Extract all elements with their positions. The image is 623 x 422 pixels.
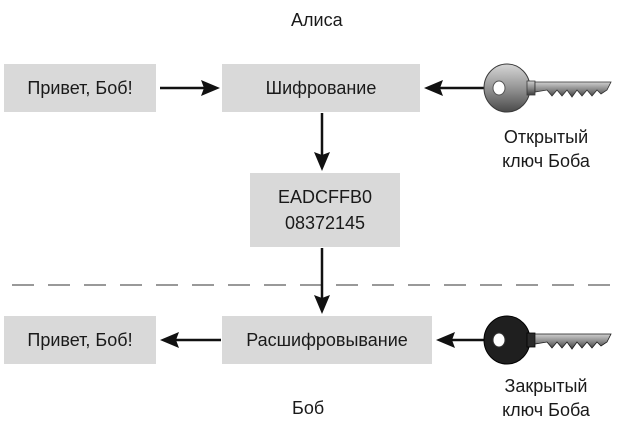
arrow-decryption-to-plaintext [160, 332, 221, 348]
arrow-private-key-to-decryption [436, 332, 484, 348]
arrow-ciphertext-to-decryption [314, 248, 330, 314]
private-key-caption-line-2: ключ Боба [502, 400, 590, 420]
public-key-caption-line-2: ключ Боба [502, 151, 590, 171]
arrow-encryption-to-ciphertext [314, 113, 330, 171]
ciphertext-line-2: 08372145 [284, 213, 366, 233]
public-key-caption-line-1: Открытый [503, 127, 589, 147]
arrow-plaintext-to-encryption [160, 80, 220, 96]
private-key-caption-line-1: Закрытый [504, 376, 588, 396]
private-key-caption: Закрытый ключ Боба [480, 374, 612, 422]
encryption-box: Шифрование [222, 64, 420, 112]
ciphertext-line-1: EADCFFB0 [277, 186, 373, 207]
bob-plaintext-box: Привет, Боб! [4, 316, 156, 364]
ciphertext-box: EADCFFB0 08372145 [250, 173, 400, 247]
public-key-icon [483, 63, 612, 113]
arrow-public-key-to-encryption [424, 80, 484, 96]
alice-label: Алиса [291, 10, 343, 30]
alice-plaintext-box: Привет, Боб! [4, 64, 156, 112]
decryption-box: Расшифровывание [222, 316, 432, 364]
bob-label: Боб [292, 398, 325, 418]
public-key-caption: Открытый ключ Боба [480, 125, 612, 173]
private-key-icon [483, 315, 612, 365]
